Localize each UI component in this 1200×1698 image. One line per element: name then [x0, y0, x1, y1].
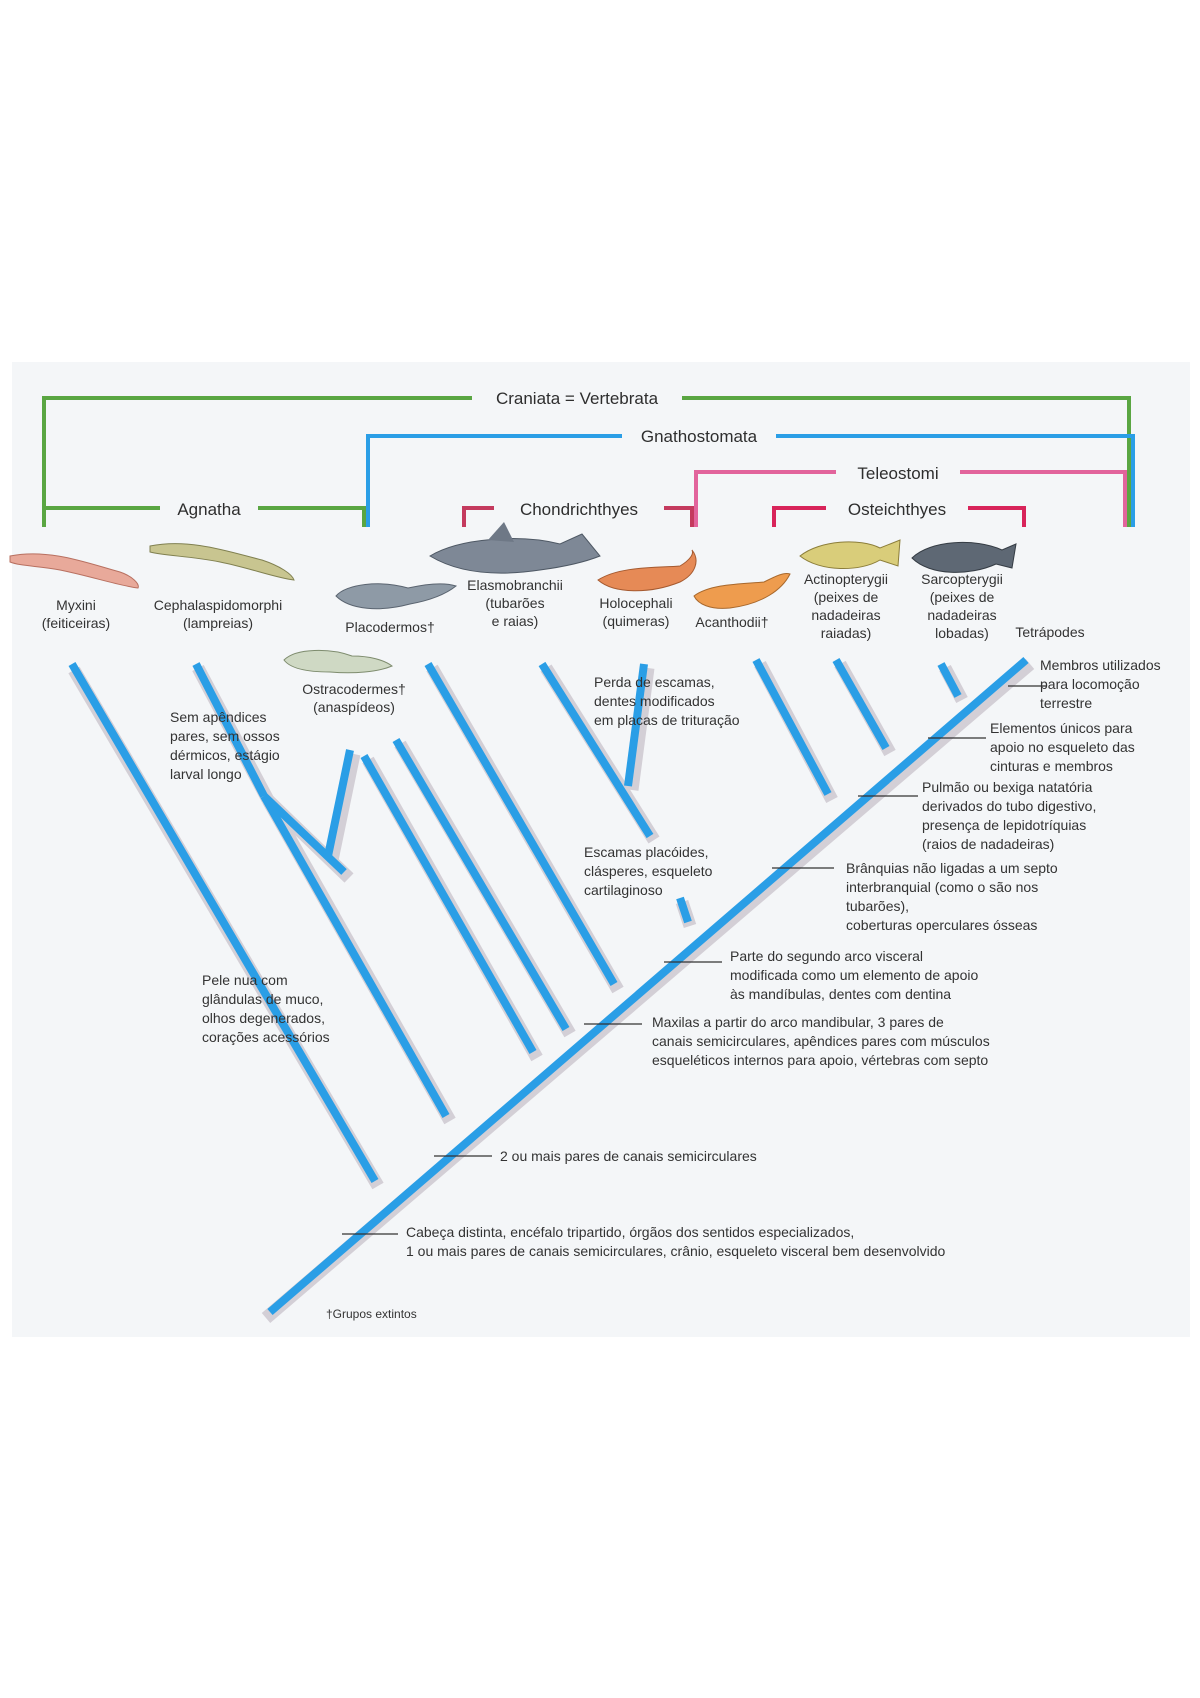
bracket-osteichthyes	[772, 506, 1026, 527]
branch-sarcopterygii	[832, 658, 890, 750]
note-maxilas: Maxilas a partir do arco mandibular, 3 p…	[652, 1014, 990, 1068]
taxon-acanthodii: Acanthodii†	[695, 614, 768, 630]
branch-cephalaspidomorphi	[192, 662, 268, 798]
chimaera-illustration	[597, 549, 697, 592]
branch-agnatha-stem	[260, 794, 450, 1118]
branch-holocephali	[538, 661, 654, 839]
taxon-placodermos: Placodermos†	[345, 619, 435, 635]
branch-actinopterygii	[752, 658, 832, 796]
branch-placodermos-b	[392, 737, 570, 1032]
bracket-craniata	[42, 396, 1131, 527]
taxon-cephalaspidomorphi: Cephalaspidomorphi(lampreias)	[154, 597, 282, 631]
footnote-extinct: †Grupos extintos	[326, 1307, 417, 1321]
group-brackets	[42, 396, 1135, 527]
taxon-ostracodermes: Ostracodermes†(anaspídeos)	[302, 681, 405, 715]
label-teleostomi: Teleostomi	[857, 464, 938, 483]
acanthodian-illustration	[693, 573, 791, 609]
label-osteichthyes: Osteichthyes	[848, 500, 946, 519]
ostracoderm-illustration	[283, 649, 393, 674]
branch-ostracodermes	[324, 749, 354, 857]
branch-placodermos-a	[360, 754, 537, 1054]
diagram-panel	[12, 362, 1190, 1337]
label-craniata: Craniata = Vertebrata	[496, 389, 659, 408]
perch-illustration	[799, 539, 901, 569]
organism-illustrations	[9, 522, 1017, 674]
spine-branch	[267, 656, 1029, 1316]
taxon-tetrapodes: Tetrápodes	[1015, 624, 1084, 640]
branch-lines	[68, 656, 1029, 1316]
label-agnatha: Agnatha	[177, 500, 241, 519]
cladogram-branches	[68, 656, 1035, 1323]
label-gnathostomata: Gnathostomata	[641, 427, 758, 446]
note-cabeca: Cabeça distinta, encéfalo tripartido, ór…	[406, 1224, 945, 1259]
branch-elasmobranchii	[424, 661, 618, 987]
note-canais2: 2 ou mais pares de canais semicirculares	[500, 1148, 757, 1164]
bracket-chondrichthyes	[462, 506, 694, 527]
branch-myxini	[68, 661, 379, 1184]
branch-acanthodii-stub	[676, 896, 692, 924]
branch-tetrapodes	[937, 662, 962, 698]
branch-lampreias-lower	[261, 793, 347, 875]
bracket-teleostomi	[694, 470, 1127, 527]
placoderm-illustration	[335, 583, 458, 610]
label-chondrichthyes: Chondrichthyes	[520, 500, 638, 519]
taxon-holocephali: Holocephali(quimeras)	[599, 595, 672, 629]
taxon-myxini: Myxini(feiticeiras)	[42, 597, 110, 631]
bracket-gnathostomata	[366, 434, 1135, 527]
lamprey-illustration	[149, 543, 295, 581]
shark-illustration	[429, 522, 601, 574]
hagfish-illustration	[9, 553, 139, 589]
bracket-agnatha	[42, 506, 366, 527]
leader-lines	[342, 685, 1046, 1235]
coelacanth-illustration	[911, 542, 1017, 573]
branch-holocephali-b	[624, 663, 648, 787]
taxon-labels: Myxini(feiticeiras) Cephalaspidomorphi(l…	[42, 571, 1085, 715]
